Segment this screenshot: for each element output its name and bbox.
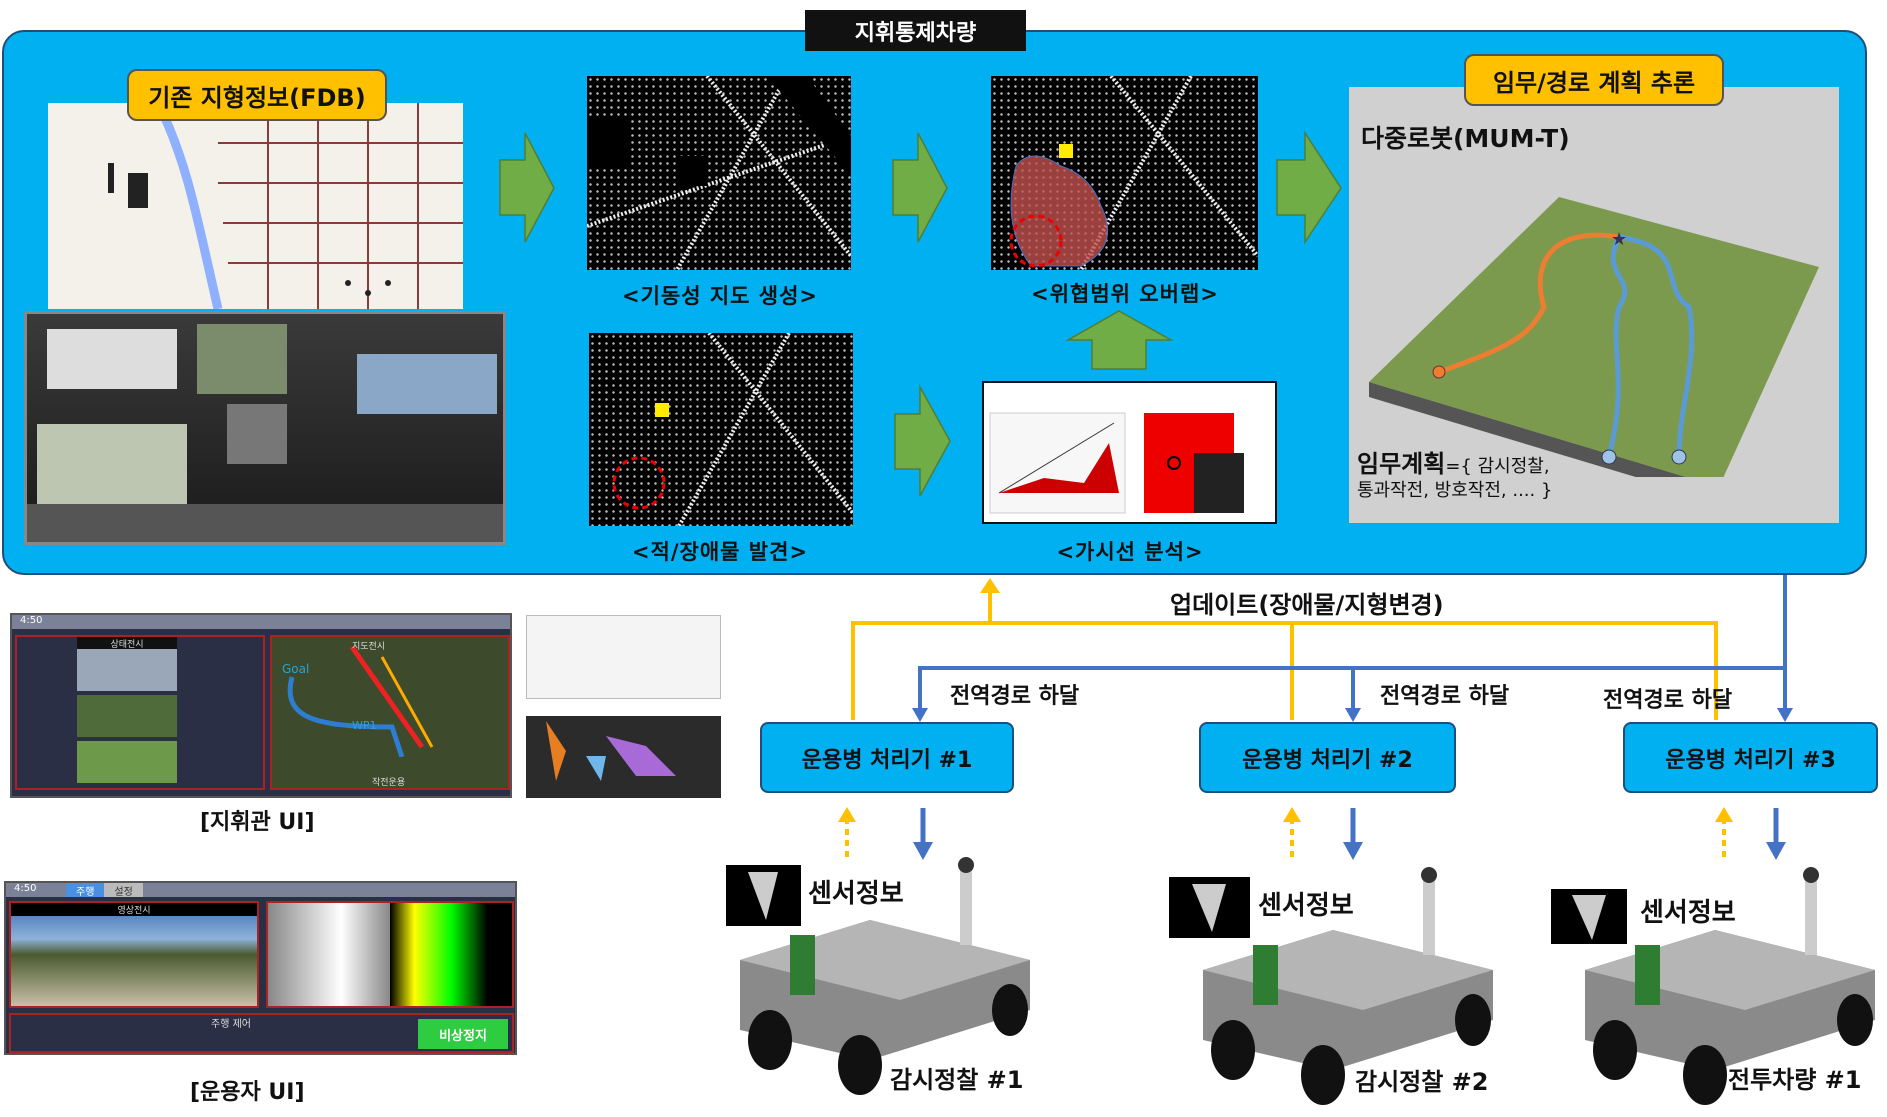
- wp-label: WP1: [352, 719, 377, 732]
- mission-planning-panel: ★ 다중로봇(MUM-T) 임무계획={ 감시정찰, 통과작전, 방호작전, .…: [1349, 87, 1839, 523]
- sensor-label-1: 센서정보: [808, 879, 904, 909]
- panel-title: 지휘통제차량: [805, 10, 1026, 51]
- map-lines: [108, 103, 463, 309]
- arrow-right-icon: [894, 384, 951, 497]
- mission-plan-line2: 통과작전, 방호작전, .... }: [1357, 480, 1553, 501]
- status-view: 상태전시: [15, 635, 265, 790]
- operator-ui: 4:50 주행 설정 영상전시 주행 제어 비상정지: [4, 881, 517, 1055]
- robot-label-1: 감시정찰 #1: [890, 1066, 1024, 1094]
- region-map-thumbnail: [526, 716, 721, 798]
- tab-settings[interactable]: 설정: [104, 883, 143, 898]
- mission-label: 임무/경로 계획 추론: [1464, 54, 1724, 106]
- commander-ui: 4:50 상태전시 지도전시 Goal WP1 작전운용: [10, 613, 512, 798]
- mission-plan-line1: ={ 감시정찰,: [1445, 456, 1550, 477]
- terrain-3d: ★: [1369, 197, 1819, 477]
- map-title: 지도전시: [352, 642, 386, 652]
- operator-processor-3: 운용병 처리기 #3: [1623, 722, 1878, 793]
- route-label-2: 전역경로 하달: [1380, 684, 1510, 709]
- operator-time: 4:50: [14, 883, 37, 894]
- status-title: 상태전시: [77, 637, 177, 650]
- emergency-stop-button[interactable]: 비상정지: [418, 1019, 508, 1049]
- mission-heading: 다중로봇(MUM-T): [1361, 124, 1570, 153]
- update-label: 업데이트(장애물/지형변경): [1170, 591, 1444, 619]
- goal-label: Goal: [282, 662, 310, 676]
- tab-drive[interactable]: 주행: [66, 883, 105, 898]
- route-map-thumbnail: [526, 615, 721, 699]
- route-label-1: 전역경로 하달: [950, 684, 1080, 709]
- visibility-caption: <가시선 분석>: [1056, 540, 1204, 564]
- segmentation-view: [266, 901, 514, 1008]
- map-view: 지도전시 Goal WP1 작전운용: [270, 635, 510, 790]
- enemy-caption: <적/장애물 발견>: [631, 540, 809, 564]
- operator-processor-2: 운용병 처리기 #2: [1199, 722, 1456, 793]
- operations-label: 작전운용: [372, 778, 406, 788]
- threat-overlay-map: [991, 76, 1258, 270]
- operator-processor-1: 운용병 처리기 #1: [760, 722, 1014, 793]
- robot-label-2: 감시정찰 #2: [1355, 1068, 1489, 1096]
- threat-caption: <위협범위 오버랩>: [1031, 282, 1219, 306]
- operator-ui-caption: [운용자 UI]: [190, 1080, 305, 1105]
- sensor-label-3: 센서정보: [1640, 898, 1736, 928]
- video-view: 영상전시: [9, 901, 259, 1008]
- fdb-label: 기존 지형정보(FDB): [127, 69, 387, 121]
- control-room-photo: [24, 311, 506, 545]
- mobility-caption: <기동성 지도 생성>: [621, 284, 819, 308]
- mission-plan: 임무계획={ 감시정찰, 통과작전, 방호작전, .... }: [1357, 452, 1552, 503]
- mobility-map: [587, 76, 851, 270]
- control-title: 주행 제어: [211, 1019, 251, 1030]
- star-icon: ★: [1611, 229, 1627, 250]
- arrow-right-icon: [1276, 130, 1342, 245]
- arrow-right-icon: [499, 132, 555, 243]
- video-title: 영상전시: [11, 903, 257, 916]
- visibility-analysis: [982, 381, 1277, 524]
- fdb-map: [48, 103, 463, 309]
- drive-control: 주행 제어 비상정지: [9, 1013, 514, 1053]
- mission-plan-bold: 임무계획: [1357, 450, 1446, 478]
- commander-time: 4:50: [12, 615, 510, 629]
- route-label-3: 전역경로 하달: [1603, 688, 1733, 713]
- enemy-detection-map: [589, 333, 853, 526]
- arrow-up-icon: [1065, 310, 1174, 370]
- robot-label-3: 전투차량 #1: [1728, 1066, 1862, 1094]
- arrow-right-icon: [892, 132, 948, 243]
- sensor-label-2: 센서정보: [1258, 891, 1354, 921]
- commander-ui-caption: [지휘관 UI]: [200, 810, 315, 835]
